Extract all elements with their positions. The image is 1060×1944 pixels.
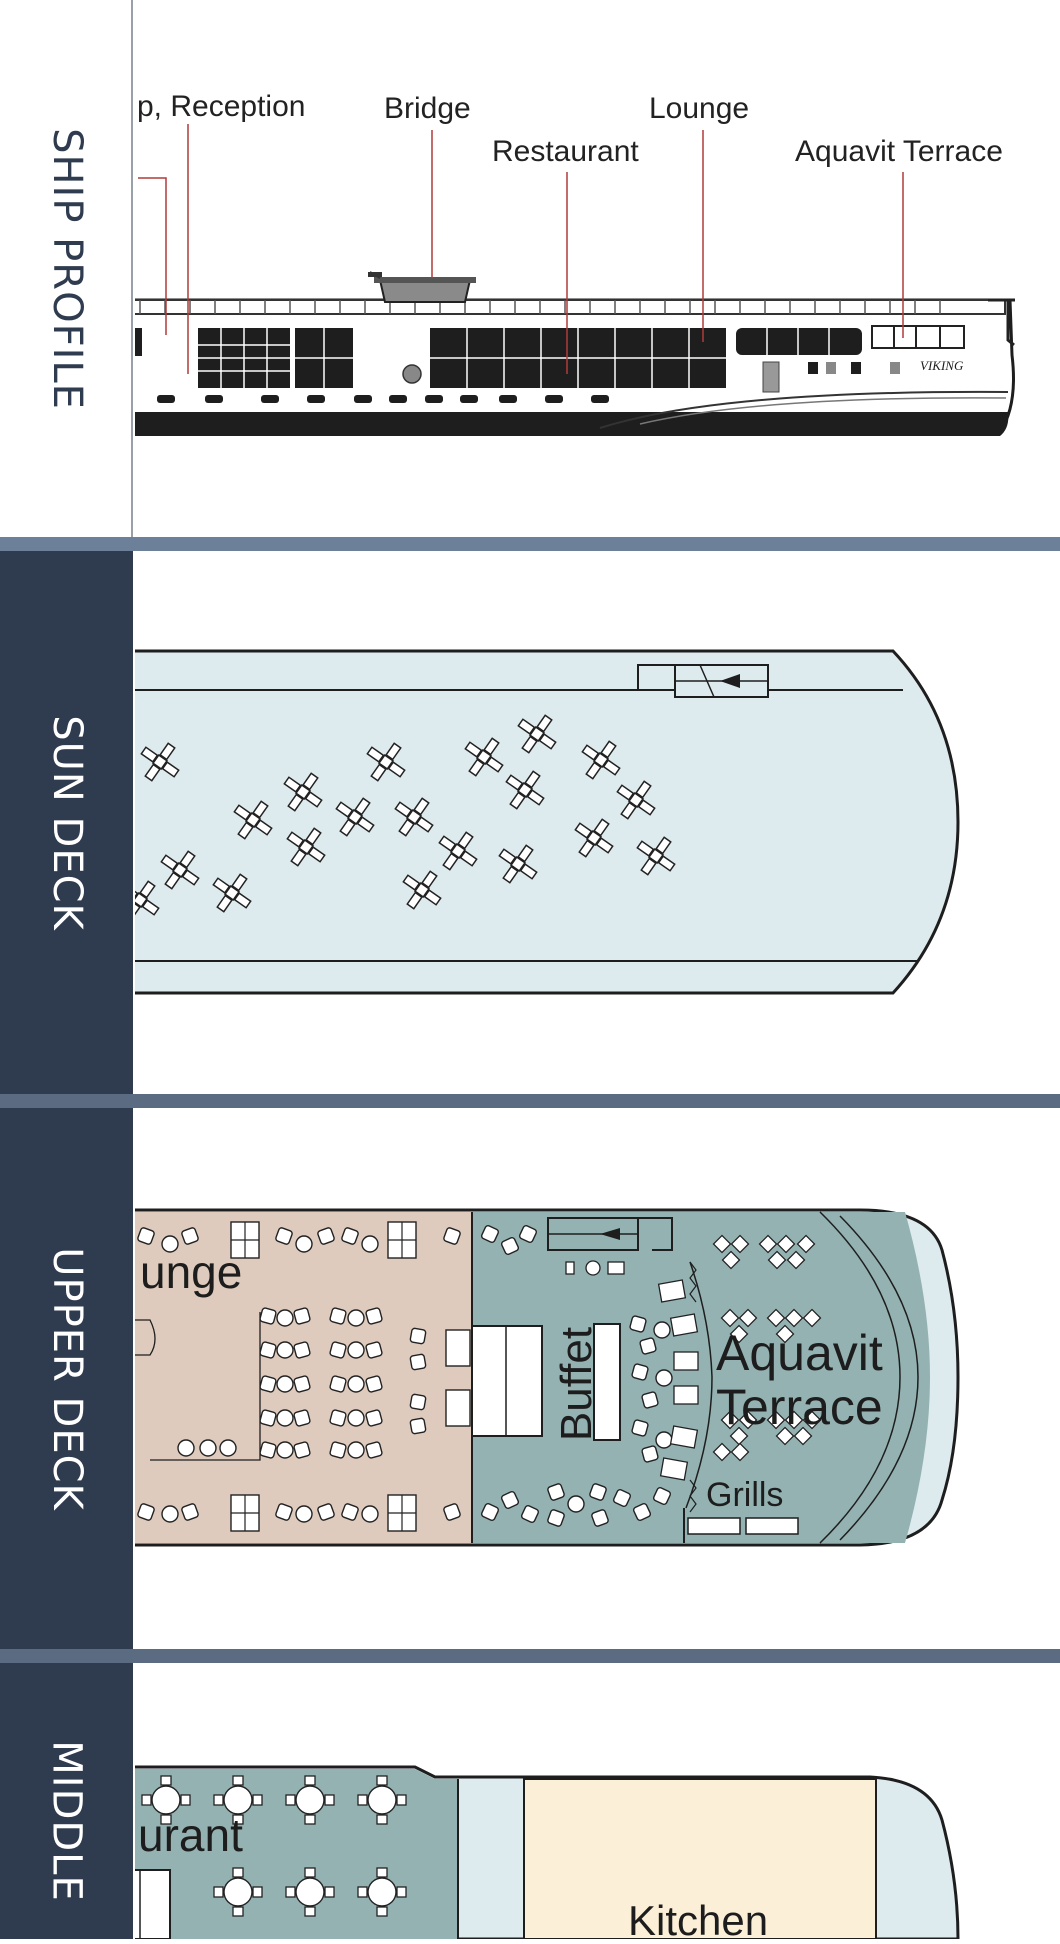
ship-profile-drawing — [135, 124, 1015, 436]
section-divider-2 — [0, 1094, 1060, 1108]
upper-deck-terrace-label: Terrace — [716, 1379, 883, 1435]
sidebar-middle-deck — [0, 1663, 133, 1939]
callout-lounge: Lounge — [649, 92, 750, 125]
callout-restaurant: Restaurant — [492, 135, 639, 168]
section-divider-3 — [0, 1649, 1060, 1663]
upper-deck-lounge-label: unge — [140, 1246, 243, 1298]
middle-deck-plan — [135, 1765, 960, 1939]
upper-deck-buffet-label: Buffet — [552, 1326, 602, 1442]
sidebar-upper-deck — [0, 1108, 133, 1649]
middle-deck-restaurant-label: urant — [138, 1809, 243, 1861]
upper-deck-aquavit-label: Aquavit — [716, 1325, 883, 1381]
upper-deck-grills-label: Grills — [706, 1476, 784, 1514]
ship-name-label: VIKING — [920, 358, 964, 373]
sun-deck-plan — [135, 649, 960, 995]
sidebar-ship-profile — [0, 0, 133, 537]
upper-deck-plan — [135, 1208, 960, 1547]
sidebar-sun-deck — [0, 551, 133, 1094]
middle-deck-kitchen-label: Kitchen — [628, 1897, 769, 1944]
callout-reception: p, Reception — [137, 90, 306, 123]
callout-aquavit-terrace: Aquavit Terrace — [795, 135, 1003, 168]
section-divider-1 — [0, 537, 1060, 551]
callout-bridge: Bridge — [384, 92, 471, 125]
